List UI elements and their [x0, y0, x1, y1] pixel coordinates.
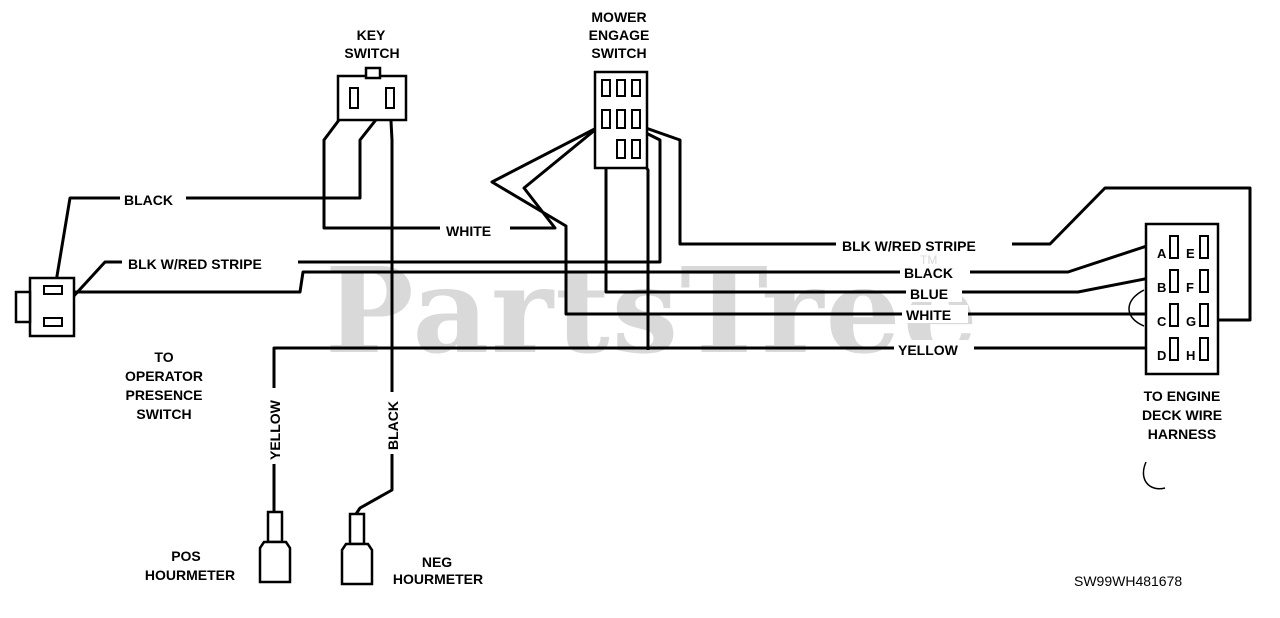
- label-black-1: BLACK: [124, 192, 173, 208]
- key-switch-tab: [364, 66, 382, 80]
- watermark-trademark: TM: [920, 253, 937, 267]
- diagram-code: SW99WH481678: [1074, 573, 1182, 589]
- watermark-text: PartsTree: [325, 241, 980, 380]
- title-neg-hourmeter-line2: HOURMETER: [393, 571, 483, 587]
- title-pos-hourmeter-line1: POS: [171, 548, 201, 564]
- label-blk-red-2: BLK W/RED STRIPE: [842, 238, 976, 254]
- wire-blk-red-mower-to-harness: [639, 124, 1252, 322]
- label-yellow-2: YELLOW: [267, 399, 283, 460]
- component-titles: KEY SWITCH MOWER ENGAGE SWITCH TO OPERAT…: [125, 9, 1222, 589]
- harness-pin-e: E: [1186, 246, 1195, 261]
- pos-hourmeter-terminal: [258, 510, 292, 584]
- operator-presence-connector: [14, 276, 76, 338]
- harness-pin-f: F: [1186, 280, 1194, 295]
- label-black-2: BLACK: [904, 265, 953, 281]
- title-key-switch-line1: KEY: [357, 27, 386, 43]
- wire-labels: BLACK WHITE BLK W/RED STRIPE BLK W/RED S…: [120, 190, 1012, 464]
- harness-pin-h: H: [1186, 348, 1195, 363]
- title-operator-line4: SWITCH: [136, 406, 191, 422]
- operator-connector-tab: [14, 290, 32, 324]
- operator-pin-top: [43, 285, 63, 295]
- title-operator-line1: TO: [154, 349, 173, 365]
- title-mower-line3: SWITCH: [591, 45, 646, 61]
- title-harness-line1: TO ENGINE: [1144, 388, 1221, 404]
- wire-blk-red-operator-to-mower: [48, 128, 662, 324]
- harness-pin-g: G: [1186, 314, 1196, 329]
- label-white-2: WHITE: [906, 307, 951, 323]
- title-neg-hourmeter-line1: NEG: [422, 554, 452, 570]
- wire-black-operator-to-key: [54, 101, 392, 283]
- title-harness-line2: DECK WIRE: [1142, 407, 1222, 423]
- harness-pin-a: A: [1157, 246, 1167, 261]
- title-operator-line3: PRESENCE: [125, 387, 202, 403]
- title-mower-line2: ENGAGE: [589, 27, 650, 43]
- key-switch: [336, 66, 408, 122]
- mower-engage-switch: [593, 70, 649, 170]
- label-white-1: WHITE: [446, 223, 491, 239]
- wire-white-key-to-mower: [322, 99, 613, 230]
- label-black-3: BLACK: [385, 401, 401, 450]
- wire-black-key-to-hourmeter: [354, 101, 394, 515]
- harness-pin-c: C: [1157, 314, 1167, 329]
- label-blk-red-1: BLK W/RED STRIPE: [128, 256, 262, 272]
- harness-pin-b: B: [1157, 280, 1166, 295]
- harness-pin-d: D: [1157, 348, 1166, 363]
- key-switch-pin-right: [385, 87, 395, 109]
- wire-white-mower-to-harness: [490, 118, 1168, 316]
- title-pos-hourmeter-line2: HOURMETER: [145, 567, 235, 583]
- engine-deck-harness-connector: A B C D E F G H: [1128, 222, 1220, 490]
- title-key-switch-line2: SWITCH: [344, 45, 399, 61]
- neg-hourmeter-terminal: [340, 512, 374, 586]
- label-yellow-1: YELLOW: [898, 342, 959, 358]
- title-mower-line1: MOWER: [591, 9, 646, 25]
- label-blue: BLUE: [910, 286, 948, 302]
- key-switch-pin-left: [349, 87, 359, 109]
- title-harness-line3: HARNESS: [1148, 426, 1216, 442]
- title-operator-line2: OPERATOR: [125, 368, 203, 384]
- wire-black-operator-to-harness: [38, 238, 1166, 294]
- operator-pin-bottom: [43, 317, 63, 327]
- key-switch-body: [336, 74, 408, 122]
